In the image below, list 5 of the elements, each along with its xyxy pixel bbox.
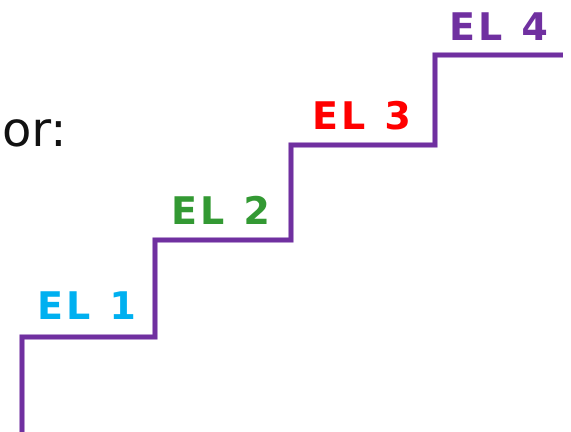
step-label: EL 3 [312, 97, 414, 135]
step-label: EL 1 [37, 287, 139, 325]
step-label: EL 4 [449, 8, 551, 46]
step-label: EL 2 [171, 192, 273, 230]
text-fragment: or: [2, 106, 66, 154]
